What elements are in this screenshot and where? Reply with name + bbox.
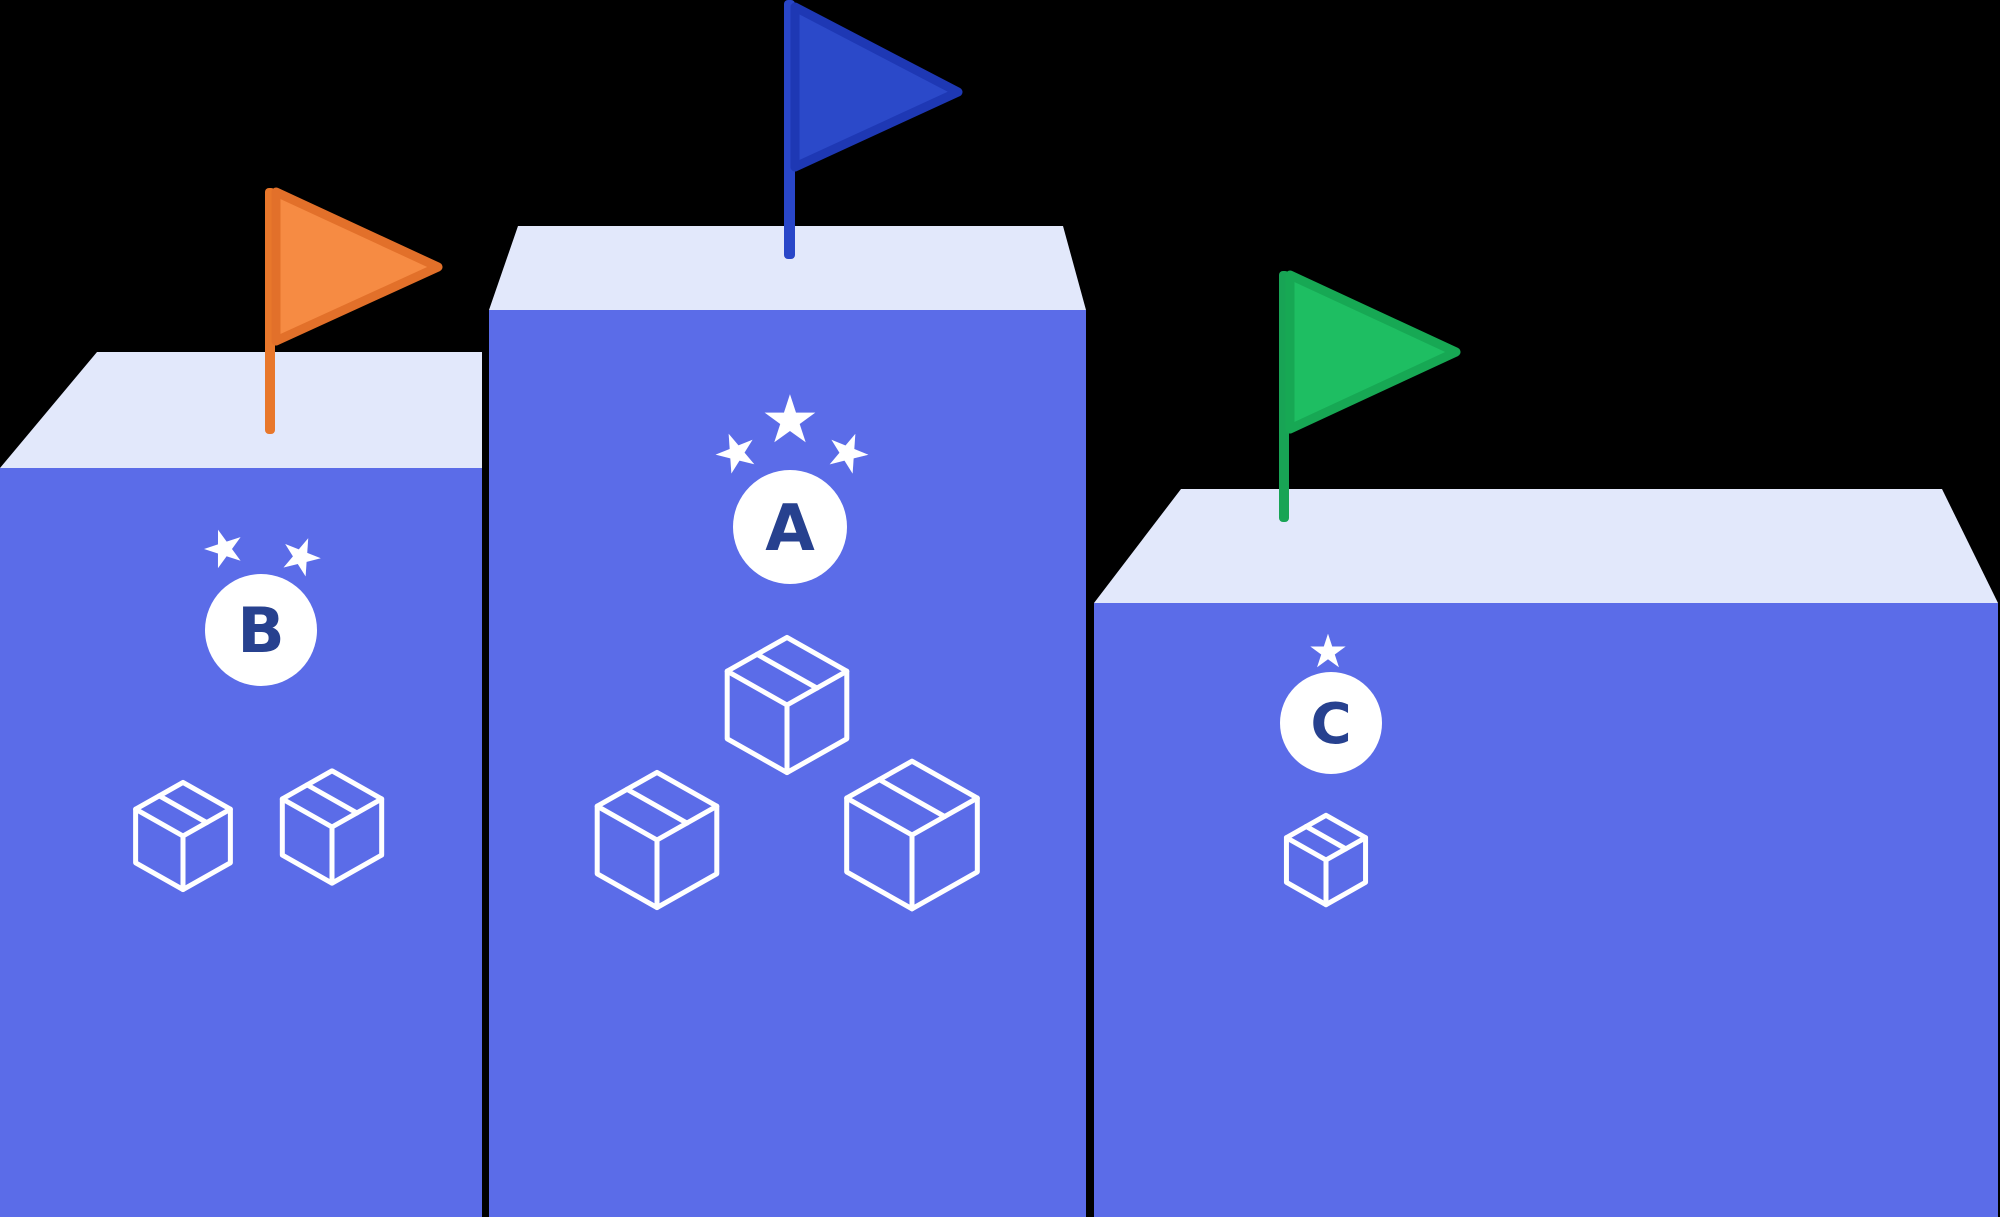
podium-third-place: ★ C	[1094, 270, 1998, 1217]
podium-second-place: ★ ★ B	[0, 187, 482, 1217]
third-place-flag	[1279, 270, 1461, 522]
rank-badge	[733, 470, 847, 584]
first-place-flag	[784, 0, 963, 259]
podium-first-place: ★ ★ ★ A	[489, 0, 1086, 1217]
rank-letter: B	[237, 594, 284, 667]
rank-letter: A	[765, 492, 815, 566]
rank-letter: C	[1310, 692, 1351, 757]
first-place-stars: ★ ★ ★	[704, 381, 881, 489]
podium-top-face	[0, 352, 482, 468]
star-icon: ★	[1307, 624, 1348, 678]
rank-badge	[1280, 672, 1382, 774]
flag-pennant	[790, 2, 963, 172]
podium-front-face	[1094, 603, 1998, 1217]
flag-pennant	[271, 187, 443, 346]
third-place-stars: ★	[1307, 624, 1348, 678]
rank-badge	[205, 574, 317, 686]
podium-top-face	[489, 226, 1086, 310]
podium-top-face	[1094, 489, 1998, 603]
star-icon: ★	[760, 381, 819, 458]
second-place-flag	[265, 187, 443, 434]
flag-pennant	[1285, 270, 1461, 434]
